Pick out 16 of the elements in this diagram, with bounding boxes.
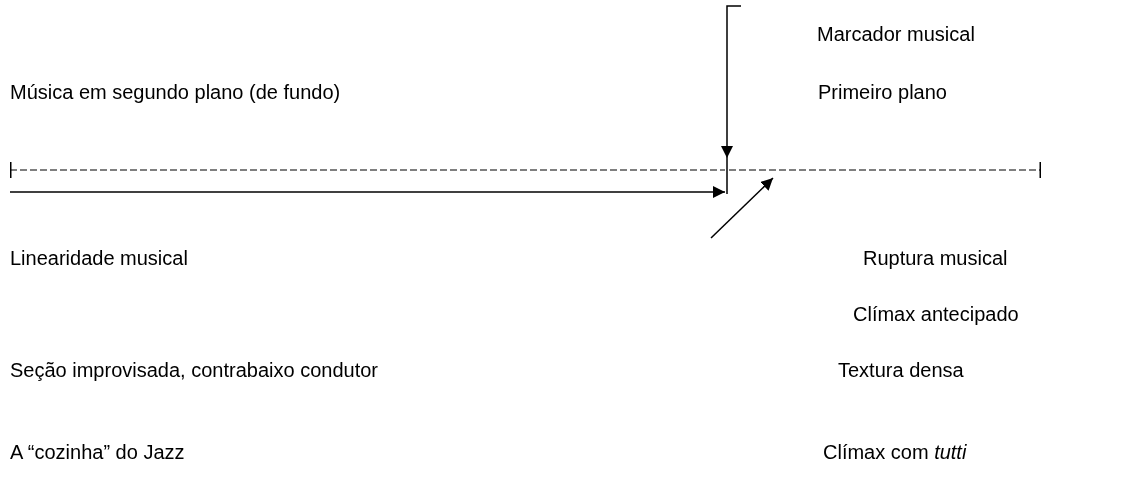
text-label: Ruptura musical: [863, 246, 1008, 270]
arrow: [9, 186, 726, 198]
timeline-segment: [10, 162, 725, 178]
text-label: Primeiro plano: [818, 80, 947, 104]
arrow: [710, 177, 774, 239]
text-label: Marcador musical: [817, 22, 975, 46]
text-label: Textura densa: [838, 358, 964, 382]
text-label: Clímax antecipado: [853, 302, 1019, 326]
text-label: Música em segundo plano (de fundo): [10, 80, 341, 104]
timeline-divider: [725, 158, 729, 194]
arrow: [721, 5, 742, 159]
text-label: Seção improvisada, contrabaixo condutor: [10, 358, 378, 382]
timeline-segment: [729, 162, 1041, 178]
text-label: A “cozinha” do Jazz: [10, 440, 185, 464]
text-label: Linearidade musical: [10, 246, 188, 270]
text-label: Clímax com tutti: [823, 440, 967, 464]
